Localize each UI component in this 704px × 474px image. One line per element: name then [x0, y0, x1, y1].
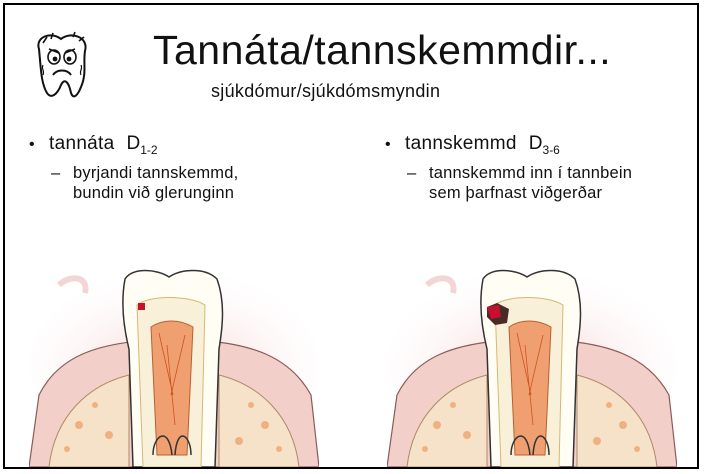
- left-sub-line1: byrjandi tannskemmd,: [73, 163, 238, 183]
- right-bullet-text: tannskemmd: [405, 133, 517, 155]
- right-sub-line2: sem þarfnast viðgerðar: [429, 183, 632, 203]
- bullet-dot: •: [29, 136, 49, 154]
- tooth-mascot-icon: [29, 29, 95, 101]
- right-code-letter: D: [529, 133, 543, 154]
- right-bullet: • tannskemmd D3-6: [385, 133, 699, 157]
- left-subpoint: – byrjandi tannskemmd, bundin við glerun…: [51, 163, 349, 203]
- left-column: • tannáta D1-2 – byrjandi tannskemmd, bu…: [29, 133, 349, 203]
- left-code-letter: D: [127, 133, 141, 154]
- right-code: D3-6: [529, 133, 560, 157]
- right-subpoint: – tannskemmd inn í tannbein sem þarfnast…: [407, 163, 699, 203]
- dash: –: [407, 163, 429, 203]
- slide-subtitle: sjúkdómur/sjúkdómsmyndin: [211, 81, 440, 102]
- left-bullet-text: tannáta: [49, 133, 115, 155]
- left-sub-line2: bundin við glerunginn: [73, 183, 238, 203]
- left-code: D1-2: [127, 133, 158, 157]
- left-bullet: • tannáta D1-2: [29, 133, 349, 157]
- right-sub-line1: tannskemmd inn í tannbein: [429, 163, 632, 183]
- slide: Tannáta/tannskemmdir... sjúkdómur/sjúkdó…: [3, 3, 699, 469]
- right-code-sub: 3-6: [543, 143, 560, 157]
- dash: –: [51, 163, 73, 203]
- bullet-dot: •: [385, 136, 405, 154]
- right-column: • tannskemmd D3-6 – tannskemmd inn í tan…: [385, 133, 699, 203]
- left-code-sub: 1-2: [140, 143, 157, 157]
- slide-title: Tannáta/tannskemmdir...: [153, 27, 611, 74]
- tooth-illustration-dentin: [387, 245, 677, 467]
- tooth-illustration-enamel: [29, 245, 319, 467]
